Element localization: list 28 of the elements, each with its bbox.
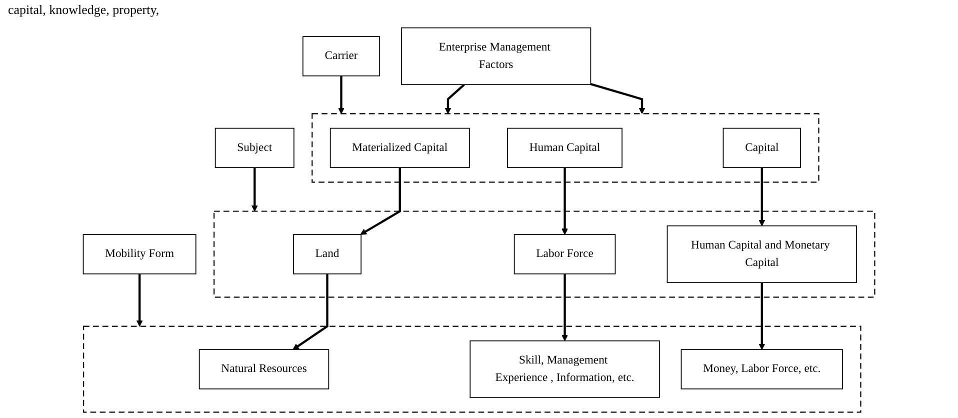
node-box: Land [293,234,362,274]
node-box: Skill, Management Experience , Information, etc. [470,340,660,398]
node-box: Money, Labor Force, etc. [680,349,843,390]
arrow [338,76,344,114]
node-box: Capital [722,128,801,168]
arrow [136,274,143,327]
arrow [758,282,766,350]
arrow [292,274,328,350]
arrow [758,168,766,226]
node-box: Subject [214,128,294,168]
arrow [251,168,258,212]
arrow [590,83,646,114]
node-box: Mobility Form [82,234,196,274]
arrow [562,168,568,235]
note-text: capital, knowledge, property, [8,2,160,17]
arrow [360,168,401,235]
node-box: Natural Resources [198,349,330,390]
node-box: Materialized Capital [330,128,470,168]
node-box: Labor Force [514,234,616,274]
arrow [562,274,568,342]
node-box: Enterprise Management Factors [400,27,592,86]
node-box: Human Capital and Monetary Capital [666,225,857,284]
arrow [444,84,465,114]
node-box: Carrier [302,36,380,76]
cluster [312,113,820,183]
cluster [83,326,862,413]
cluster [214,210,876,298]
node-box: Human Capital [507,128,622,168]
